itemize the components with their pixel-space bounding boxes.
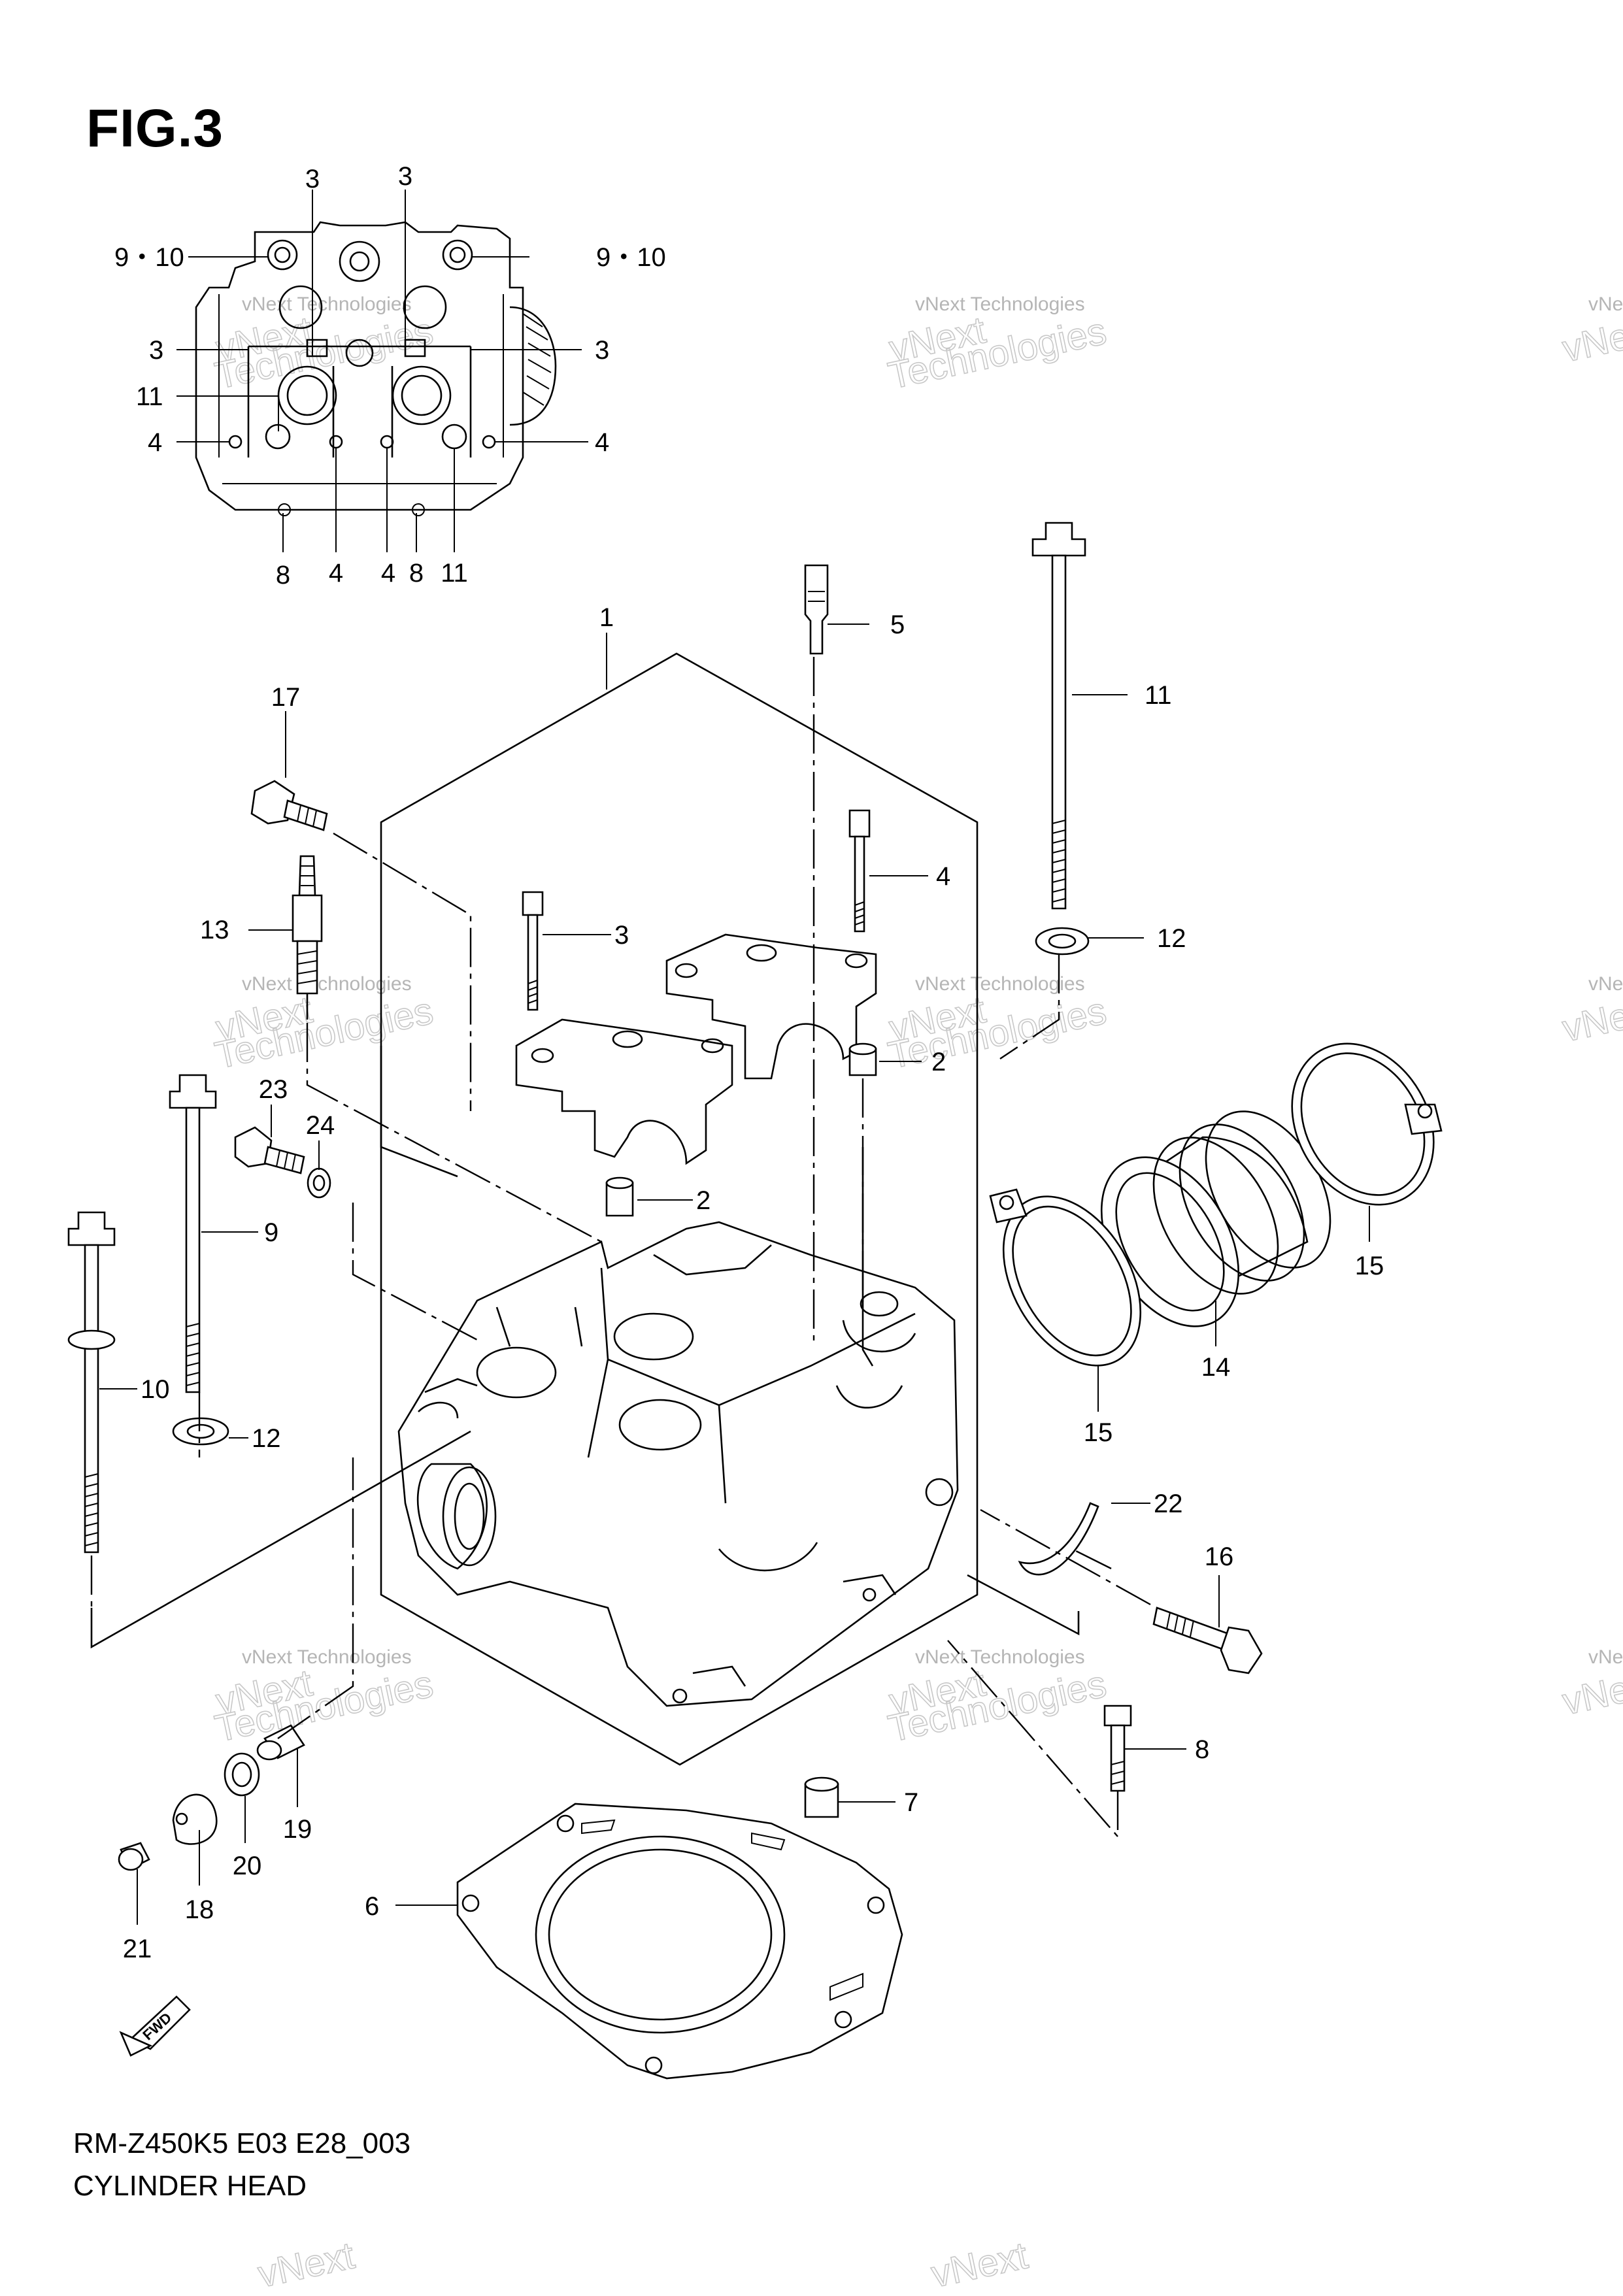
callout-label: 3 [305, 165, 320, 193]
inset-callouts: 3 3 9・10 9・10 3 3 11 4 4 8 4 4 8 11 [114, 162, 666, 590]
callout-label: 18 [185, 1895, 214, 1924]
camshaft-caps [515, 933, 877, 1165]
bolt-16 [1152, 1606, 1263, 1674]
callout-label: 10 [141, 1375, 170, 1404]
watermark-text: vNext Technologies [242, 293, 412, 315]
main-callouts: 1 2 2 3 4 5 6 7 8 9 10 11 12 12 13 14 15… [123, 603, 1384, 1963]
spark-plug [292, 855, 323, 1020]
callout-label: 11 [136, 382, 163, 411]
dowel-pins [605, 1042, 877, 1217]
watermark-text: vNext Technologies [1588, 973, 1623, 995]
callout-label: 11 [441, 559, 468, 588]
watermark-text: vNext Technologies [1588, 293, 1623, 315]
callout-label: 9・10 [596, 243, 666, 272]
plug-19 [256, 1724, 305, 1761]
callout-label: 4 [329, 559, 343, 588]
callout-label: 12 [1157, 924, 1186, 953]
bolt-17 [250, 780, 328, 831]
watermark-text: vNext [254, 2234, 358, 2295]
bolt-9 [169, 1074, 217, 1393]
callout-label: 20 [233, 1852, 262, 1880]
callout-label: 17 [271, 683, 301, 712]
callout-label: 15 [1355, 1252, 1384, 1280]
callout-label: 1 [599, 603, 614, 632]
hose-clamp-15-lower [989, 1188, 1142, 1367]
callout-label: 3 [149, 336, 163, 365]
dowel-7 [804, 1776, 839, 1818]
callout-label: 12 [252, 1424, 281, 1453]
plate-18 [172, 1793, 218, 1845]
watermark-text: vNext Technologies [915, 1646, 1085, 1668]
diagram-name: CYLINDER HEAD [73, 2170, 307, 2202]
watermark-text: vNext [1559, 1661, 1623, 1723]
callout-label: 3 [614, 921, 629, 950]
callout-label: 7 [904, 1788, 918, 1817]
watermark-text: vNext Technologies [1588, 1646, 1623, 1668]
o-ring-20 [224, 1752, 260, 1797]
watermark-text: vNext Technologies [915, 973, 1085, 995]
callout-label: 15 [1084, 1418, 1113, 1447]
bolt-23 [234, 1126, 305, 1174]
callout-label: 22 [1154, 1489, 1183, 1518]
callout-label: 23 [259, 1075, 288, 1104]
main-leaders [99, 624, 1370, 1925]
washer-12-left [172, 1417, 229, 1446]
callout-label: 2 [696, 1186, 711, 1215]
clip-22 [1018, 1502, 1099, 1576]
watermark-text: vNext [1559, 988, 1623, 1050]
callout-label: 8 [409, 559, 424, 588]
watermark-text: vNext Technologies [242, 1646, 412, 1668]
callout-label: 4 [936, 862, 950, 891]
bolt-8 [1103, 1705, 1132, 1792]
inset-leaders [176, 190, 588, 552]
callout-label: 6 [365, 1892, 379, 1921]
outline-solid-links [90, 1046, 1080, 1649]
hose-clamp-15-upper [1291, 1042, 1443, 1206]
callout-label: 8 [1195, 1735, 1209, 1764]
head-gasket [456, 1803, 903, 2080]
assembly-box [380, 652, 979, 1766]
washer-24 [307, 1167, 331, 1199]
callout-label: 21 [123, 1935, 152, 1963]
callout-label: 3 [595, 336, 609, 365]
screw-21 [118, 1842, 150, 1871]
callout-label: 4 [148, 428, 162, 457]
callout-label: 2 [931, 1048, 946, 1076]
callout-label: 4 [595, 428, 609, 457]
callout-label: 9 [264, 1218, 278, 1247]
watermark-text: vNext Technologies [242, 973, 412, 995]
cam-cap-bolts [522, 809, 871, 1011]
callout-label: 9・10 [114, 243, 184, 272]
callout-label: 19 [283, 1815, 312, 1844]
callout-label: 8 [276, 561, 290, 590]
figure-title: FIG.3 [86, 99, 224, 158]
watermark-text: vNext Technologies [915, 293, 1085, 315]
stud-bolt-11 [1031, 522, 1086, 910]
callout-label: 24 [306, 1111, 335, 1140]
bolt-10 [67, 1211, 116, 1554]
cylinder-head-body [397, 1221, 959, 1707]
callout-label: 11 [1145, 681, 1172, 710]
callout-label: 3 [398, 162, 412, 191]
callout-label: 14 [1201, 1353, 1231, 1382]
fwd-arrow-icon: FWD [119, 1995, 191, 2057]
model-code: RM-Z450K5 E03 E28_003 [73, 2127, 411, 2159]
washer-12-right [1035, 927, 1090, 956]
watermark-text: vNext [928, 2234, 1031, 2295]
callout-label: 5 [890, 610, 905, 639]
callout-label: 4 [381, 559, 395, 588]
callout-label: 13 [200, 916, 229, 944]
watermark-text: vNext [1559, 308, 1623, 370]
callout-label: 16 [1205, 1542, 1234, 1571]
chain-tensioner-guide [804, 564, 829, 655]
